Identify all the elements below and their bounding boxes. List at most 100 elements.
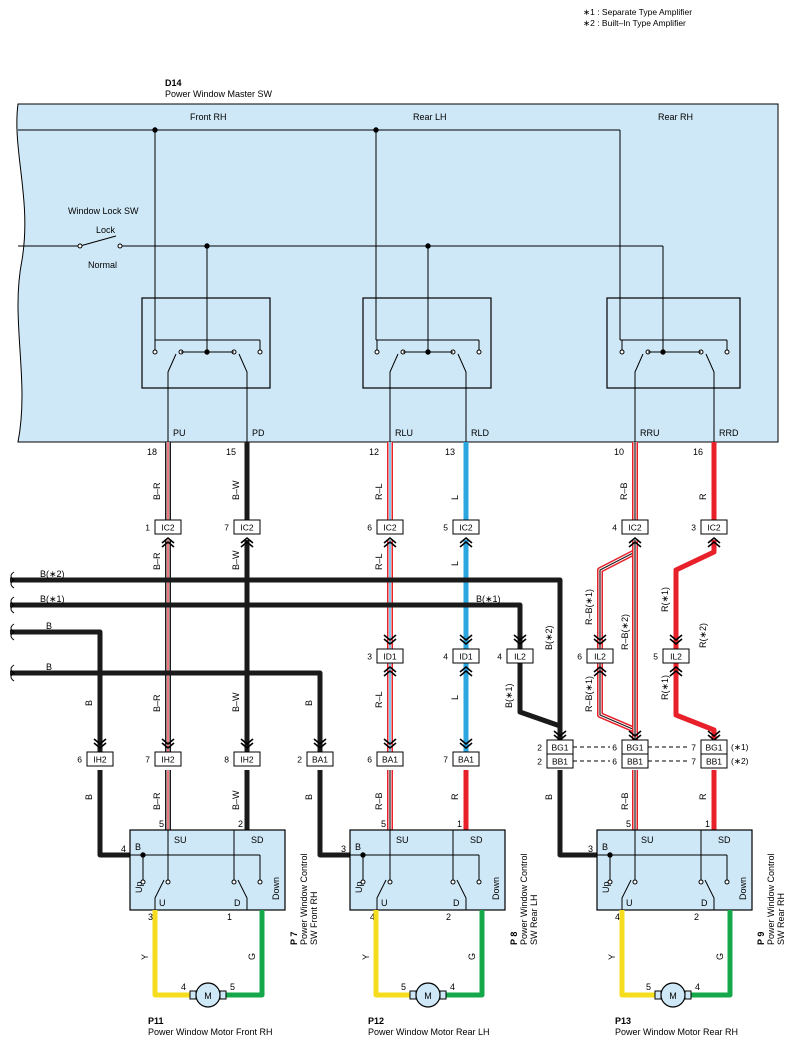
connector-row2-4-label: BA1 xyxy=(382,755,398,765)
motor-brush-l-1 xyxy=(409,990,417,1000)
motor-name-0: Power Window Motor Front RH xyxy=(148,1027,273,1037)
connector-row2-4 xyxy=(376,751,404,767)
motor-id-2: P13 xyxy=(615,1016,631,1026)
contact xyxy=(231,879,237,885)
low-label-bw: B–W xyxy=(231,692,241,712)
chevron-id1-0-top xyxy=(383,638,397,646)
switch-term-b-0: B xyxy=(135,842,141,852)
output-pin-5: 16 xyxy=(693,447,703,457)
switch-unit-contacts-0 xyxy=(152,339,263,442)
output-terminal-rrd: RRD xyxy=(719,428,739,438)
row2-note-1: (∗1) xyxy=(731,742,749,752)
connector-il2-0-label: IL2 xyxy=(514,652,526,662)
switch-term-up-0: Up xyxy=(134,881,144,893)
mid-label-rb-star1: R–B(∗1) xyxy=(584,589,594,625)
switch-id-1: P 8 xyxy=(509,932,519,945)
connector-bg1-0-pin: 2 xyxy=(537,743,542,753)
chevron-ic2-3 xyxy=(459,536,473,544)
bottom-label-3: B xyxy=(304,794,314,800)
motor-wire-y-1 xyxy=(373,910,410,998)
switch-name-a-1: Power Window Control xyxy=(519,853,529,945)
chevron-row2-2-2 xyxy=(240,738,254,746)
connector-id1-0-pin: 3 xyxy=(367,652,372,662)
motor-wire-y-0 xyxy=(152,910,190,998)
ground-b-front xyxy=(10,629,103,752)
output-pin-0: 18 xyxy=(147,447,157,457)
chevron-row2-5 xyxy=(459,742,473,750)
connector-ic2-0-pin: 1 xyxy=(145,523,150,533)
switch-term-u-1: U xyxy=(381,898,388,908)
section-rear-lh: Rear LH xyxy=(413,112,447,122)
connector-id1-0 xyxy=(376,648,404,664)
junction xyxy=(204,349,210,355)
switch-pin-su-0: 5 xyxy=(159,819,164,829)
connector-row2-2 xyxy=(233,751,261,767)
master-switch-panel xyxy=(16,103,779,443)
motor-pin2-2: 4 xyxy=(695,982,700,992)
motor-brush-r-2 xyxy=(684,990,692,1000)
contact xyxy=(152,349,158,355)
motor-symbol-0: M xyxy=(204,991,212,1001)
switch-term-d-0: D xyxy=(234,898,241,908)
low-label-b-rear: B xyxy=(304,700,314,706)
switch-name-a-0: Power Window Control xyxy=(299,853,309,945)
bottom-label-8: R xyxy=(698,793,708,800)
wire-break-1 xyxy=(10,596,15,614)
chevron-row2-5-2 xyxy=(459,738,473,746)
connector-bb1-2-label: BB1 xyxy=(706,757,722,767)
motor-symbol-2: M xyxy=(669,991,677,1001)
connector-ic2-5-label: IC2 xyxy=(707,523,721,533)
lever xyxy=(154,879,165,910)
connector-row2-2-pin: 8 xyxy=(224,755,229,765)
motor-id-1: P12 xyxy=(368,1016,384,1026)
contact xyxy=(257,349,263,355)
switch-pin-u-2: 4 xyxy=(615,912,620,922)
switch-name-b-2: SW Rear RH xyxy=(776,893,786,945)
low-label-l: L xyxy=(450,695,460,700)
low-label-b-front: B xyxy=(84,700,94,706)
ground-label-2: B xyxy=(46,621,52,631)
connector-id1-1-label: ID1 xyxy=(459,652,473,662)
lever xyxy=(167,353,177,382)
connector-ic2-5-pin: 3 xyxy=(691,523,696,533)
mid-label-b-star1: B(∗1) xyxy=(476,594,501,604)
lever xyxy=(456,879,467,910)
switch-id-0: P 7 xyxy=(289,932,299,945)
output-pin-4: 10 xyxy=(614,447,624,457)
contact xyxy=(698,879,704,885)
motor-pin2-0: 5 xyxy=(230,982,235,992)
wire-break-0 xyxy=(10,571,15,589)
chevron-bg-0-2 xyxy=(553,730,567,738)
bottom-label-6: B xyxy=(544,794,554,800)
master-id: D14 xyxy=(165,78,182,88)
chevron-ic2-2-2 xyxy=(383,540,397,548)
chevron-il2-1 xyxy=(593,665,607,673)
contact xyxy=(450,879,456,885)
switch-name-a-2: Power Window Control xyxy=(766,853,776,945)
connector-id1-1 xyxy=(452,648,480,664)
switch-unit-0 xyxy=(141,297,271,389)
connector-il2-1 xyxy=(586,648,614,664)
connector-ic2-3-label: IC2 xyxy=(459,523,473,533)
chevron-il2-2-top-2 xyxy=(669,634,683,642)
mid-label-rlu: R–L xyxy=(374,553,384,570)
ground-b-star1 xyxy=(10,602,523,650)
switch-pin-su-2: 5 xyxy=(626,819,631,829)
connector-bb1-0-pin: 2 xyxy=(537,757,542,767)
connector-ic2-4 xyxy=(621,519,649,535)
connector-row2-5 xyxy=(452,751,480,767)
chevron-row2-4 xyxy=(383,742,397,750)
connector-bg1-2-label: BG1 xyxy=(705,743,722,753)
motor-id-0: P11 xyxy=(148,1016,164,1026)
low-label-r-star1: R(∗1) xyxy=(660,675,670,700)
switch-unit-1 xyxy=(362,297,492,389)
chevron-ic2-0-2 xyxy=(161,540,175,548)
switch-unit-contacts-1 xyxy=(374,339,482,442)
junction xyxy=(425,349,431,355)
output-wire-0: B–R xyxy=(152,482,162,500)
chevron-row2-0 xyxy=(93,742,107,750)
output-pin-3: 13 xyxy=(445,447,455,457)
note-2: ∗2 : Built–In Type Amplifier xyxy=(583,18,686,28)
switch-term-d-2: D xyxy=(701,898,708,908)
section-rear-rh: Rear RH xyxy=(658,112,693,122)
